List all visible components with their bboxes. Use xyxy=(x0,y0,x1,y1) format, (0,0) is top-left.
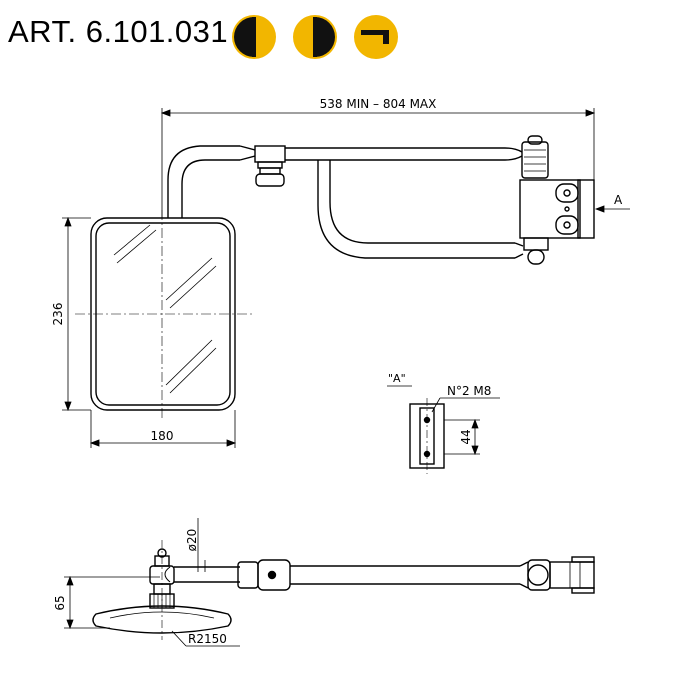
view-a-arrow xyxy=(594,205,630,213)
detail-a-view xyxy=(387,385,500,474)
bolt-spec-label: N°2 M8 xyxy=(447,384,491,398)
arm-length-dimension xyxy=(160,108,596,238)
right-half-mirror-icon xyxy=(293,15,337,59)
tube-diameter-label: ø20 xyxy=(185,529,199,552)
arm-side-view xyxy=(164,556,595,594)
tube-diameter-dimension xyxy=(197,518,206,572)
view-a-letter: A xyxy=(614,193,623,207)
mirror-side-profile xyxy=(92,540,232,640)
mirror-height-label: 236 xyxy=(51,303,65,326)
mirror-width-dimension xyxy=(89,410,237,448)
mirror-radius-leader xyxy=(171,630,240,647)
mirror-height-dimension xyxy=(62,216,91,412)
mount-height-dimension xyxy=(64,575,160,630)
mirror-radius-label: R2150 xyxy=(188,632,227,646)
mirror-width-label: 180 xyxy=(151,429,174,443)
arm-top-view xyxy=(167,135,595,265)
article-code: ART. 6.101.031 xyxy=(8,14,229,49)
mirror-head-front xyxy=(75,210,252,420)
hole-spacing-label: 44 xyxy=(459,429,473,444)
mount-height-label: 65 xyxy=(53,595,67,610)
left-half-mirror-icon xyxy=(232,15,276,59)
arm-bracket-icon xyxy=(354,15,398,59)
detail-a-label: "A" xyxy=(388,372,406,385)
arm-length-label: 538 MIN – 804 MAX xyxy=(320,97,437,111)
